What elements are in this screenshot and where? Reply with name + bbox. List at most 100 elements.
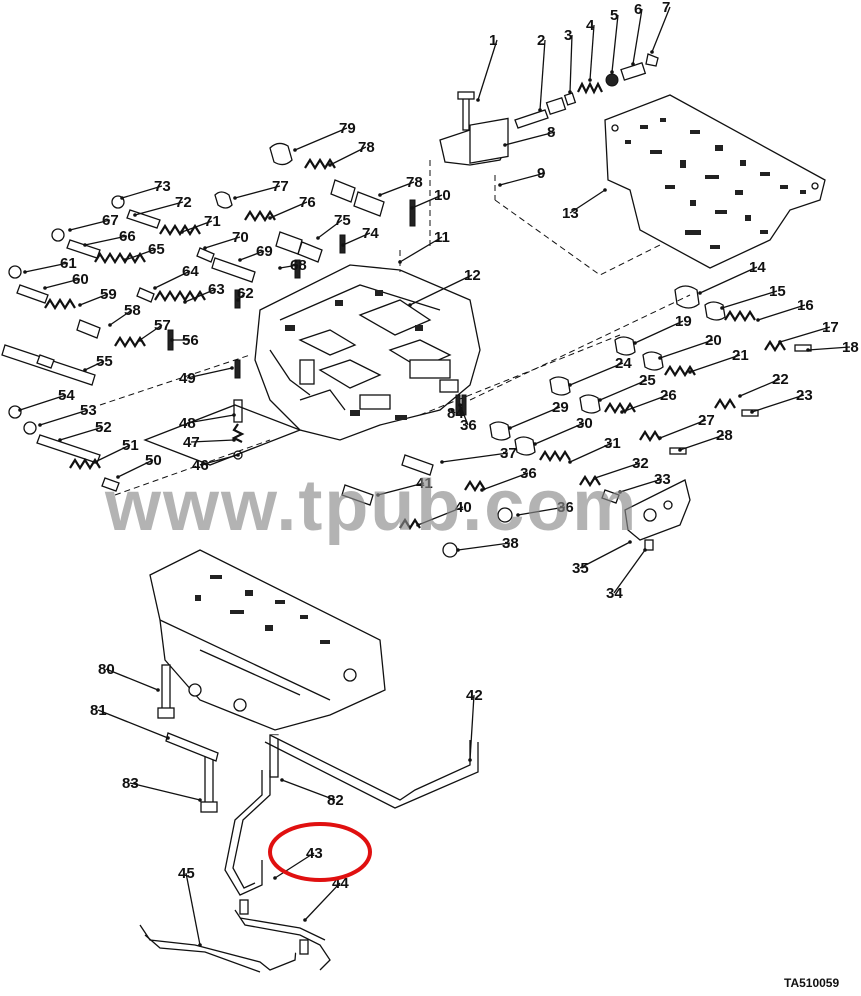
leader-line-11 <box>399 236 443 263</box>
valve-body-12 <box>254 250 481 441</box>
leader-arrowhead-13 <box>603 188 607 192</box>
callout-label-69: 69 <box>256 243 273 260</box>
callout-label-14: 14 <box>749 259 766 276</box>
highlight-ring <box>268 822 372 882</box>
leader-line-4 <box>589 24 595 81</box>
leader-arrowhead-3 <box>568 90 572 94</box>
leader-line-78 <box>329 146 367 166</box>
leader-arrowhead-69 <box>238 258 242 262</box>
callout-label-22: 22 <box>772 371 789 388</box>
callout-label-56: 56 <box>182 332 199 349</box>
leader-line-14 <box>699 266 758 294</box>
leader-arrowhead-49 <box>230 366 234 370</box>
callout-label-78: 78 <box>358 139 375 156</box>
callout-label-30: 30 <box>576 415 593 432</box>
callout-label-37: 37 <box>500 445 517 462</box>
callout-label-19: 19 <box>675 313 692 330</box>
callout-label-4: 4 <box>586 17 595 34</box>
callout-label-73: 73 <box>154 178 171 195</box>
callout-label-46: 46 <box>192 457 209 474</box>
leader-line-34 <box>613 549 646 594</box>
callout-label-31: 31 <box>604 435 621 452</box>
leader-arrowhead-30 <box>533 442 537 446</box>
leader-line-15 <box>721 290 778 309</box>
leader-arrowhead-64 <box>153 286 157 290</box>
callout-label-81: 81 <box>90 702 107 719</box>
callout-label-9: 9 <box>537 165 545 182</box>
leader-arrowhead-66 <box>83 243 87 247</box>
leader-line-26 <box>621 394 669 413</box>
callout-label-68: 68 <box>290 257 307 274</box>
watermark-text: www.tpub.com <box>104 466 638 546</box>
callout-label-18: 18 <box>842 339 859 356</box>
callout-label-11: 11 <box>434 229 450 246</box>
callout-label-47: 47 <box>183 434 200 451</box>
leader-line-57 <box>139 324 163 341</box>
callout-label-41: 41 <box>416 475 433 492</box>
leader-arrowhead-53 <box>38 423 42 427</box>
leader-arrowhead-83 <box>198 798 202 802</box>
leader-arrowhead-16 <box>756 318 760 322</box>
callout-label-16: 16 <box>797 297 814 314</box>
leader-line-64 <box>154 270 191 289</box>
leader-arrowhead-60 <box>43 286 47 290</box>
leader-arrowhead-61 <box>23 270 27 274</box>
leader-line-36 <box>481 472 529 491</box>
callout-label-60: 60 <box>72 271 89 288</box>
leader-line-29 <box>509 406 561 429</box>
callout-label-82: 82 <box>327 792 344 809</box>
leader-arrowhead-43 <box>273 876 277 880</box>
leader-line-76 <box>269 201 308 219</box>
leader-line-5 <box>611 14 619 73</box>
leader-arrowhead-71 <box>180 230 184 234</box>
leader-line-61 <box>24 262 69 273</box>
leader-arrowhead-9 <box>498 183 502 187</box>
callout-label-61: 61 <box>60 255 77 272</box>
figure-code: TA510059 <box>784 976 839 990</box>
leader-arrowhead-52 <box>58 438 62 442</box>
leader-arrowhead-38 <box>456 548 460 552</box>
leader-line-28 <box>679 434 725 451</box>
callout-label-23: 23 <box>796 387 813 404</box>
leader-line-47 <box>190 439 235 443</box>
leader-arrowhead-77 <box>233 196 237 200</box>
leader-arrowhead-62 <box>236 298 240 302</box>
leader-line-50 <box>117 459 154 478</box>
leader-line-36 <box>459 404 469 426</box>
leader-arrowhead-45 <box>198 943 202 947</box>
callout-label-74: 74 <box>362 225 379 242</box>
leader-arrowhead-75 <box>316 236 320 240</box>
leader-arrowhead-80 <box>156 688 160 692</box>
callout-label-8: 8 <box>547 124 555 141</box>
right-valve-trains <box>341 285 812 558</box>
leader-arrowhead-2 <box>538 108 542 112</box>
leader-line-78 <box>379 181 415 196</box>
leader-line-41 <box>377 482 425 496</box>
callout-label-42: 42 <box>466 687 483 704</box>
leader-line-58 <box>109 309 133 326</box>
leader-line-6 <box>632 8 643 65</box>
leader-line-75 <box>317 219 343 239</box>
callout-label-43: 43 <box>306 845 323 862</box>
callout-label-78: 78 <box>406 174 423 191</box>
callout-label-24: 24 <box>615 355 632 372</box>
leader-line-46 <box>199 454 239 466</box>
leader-arrowhead-46 <box>236 453 240 457</box>
leader-arrowhead-29 <box>508 426 512 430</box>
callout-label-40: 40 <box>455 499 472 516</box>
leader-arrowhead-50 <box>116 475 120 479</box>
callout-label-33: 33 <box>654 471 671 488</box>
leader-line-52 <box>59 426 104 441</box>
callout-label-76: 76 <box>299 194 316 211</box>
leader-arrowhead-82 <box>280 778 284 782</box>
callout-label-54: 54 <box>58 387 75 404</box>
leader-line-43 <box>274 852 315 879</box>
leader-arrowhead-76 <box>268 216 272 220</box>
leader-arrowhead-21 <box>688 370 692 374</box>
callout-label-62: 62 <box>237 285 254 302</box>
leader-line-22 <box>739 378 781 397</box>
leader-line-68 <box>279 264 299 269</box>
leader-line-79 <box>294 127 348 151</box>
